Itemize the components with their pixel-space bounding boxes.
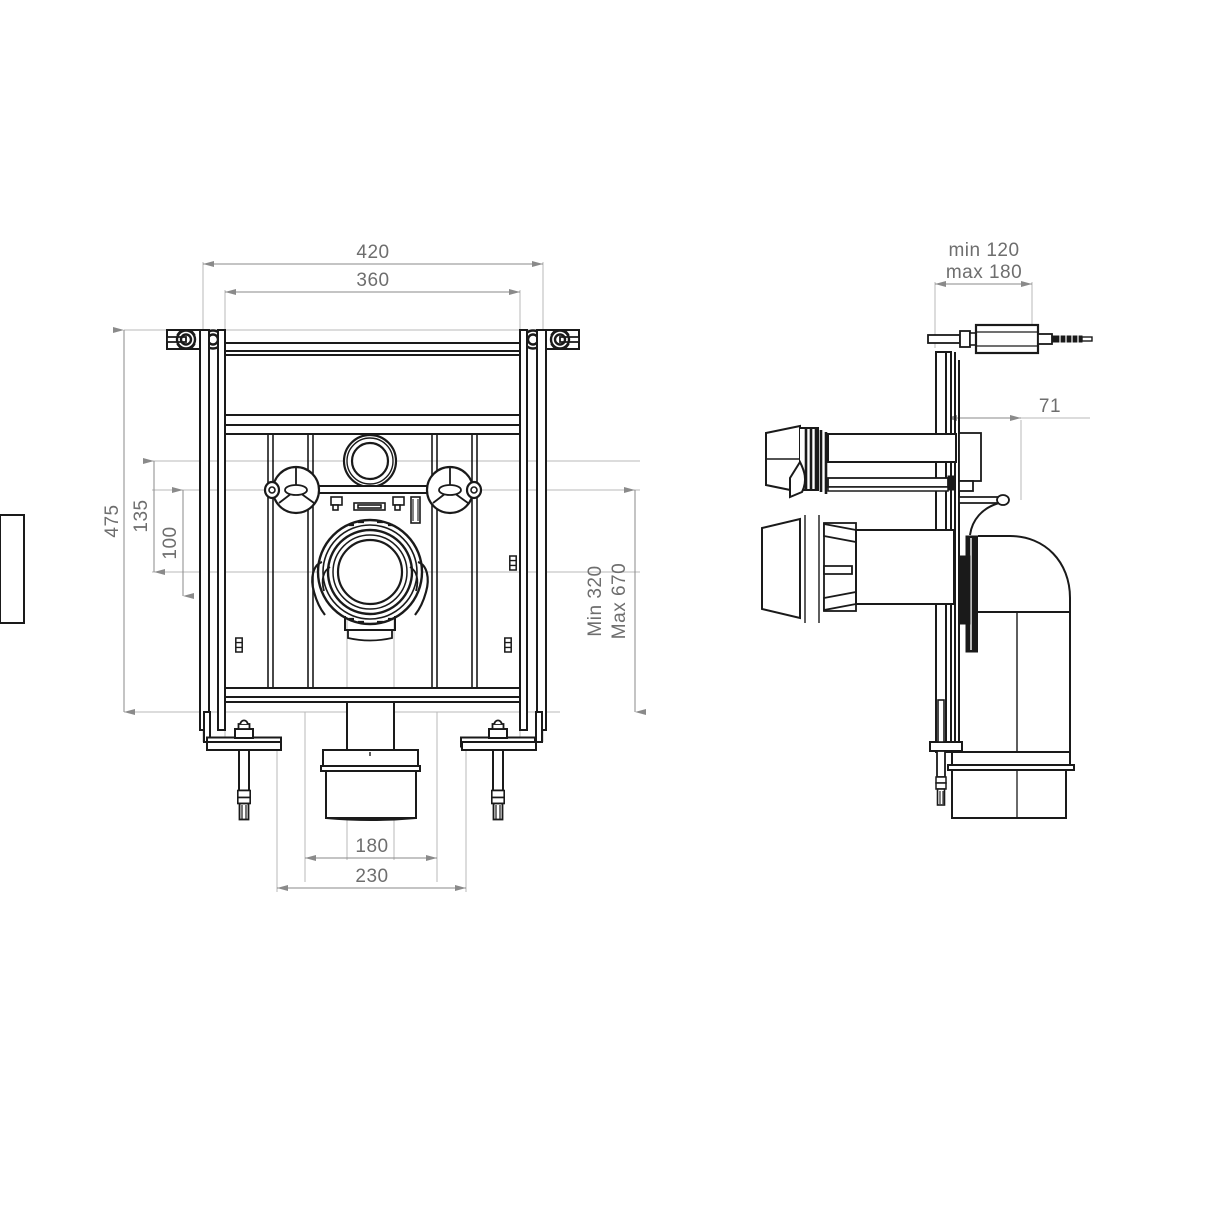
dim-230-label: 230 — [355, 866, 388, 887]
inlet-valve-assembly — [927, 323, 1093, 355]
dim-420-label: 420 — [356, 242, 389, 263]
side-discharge-elbow — [978, 535, 1071, 753]
dimension-100: 100 — [160, 487, 194, 599]
top-bracket-left — [166, 329, 201, 350]
side-backplate — [954, 352, 960, 752]
dimension-230: 230 — [277, 866, 466, 891]
side-outlet-socket — [947, 751, 1075, 819]
side-upper-flange — [958, 432, 982, 492]
side-upper-bellows — [765, 424, 957, 499]
frame-foot-left — [203, 711, 282, 821]
dim-135-label: 135 — [131, 499, 152, 532]
upper-port-circle — [342, 433, 398, 489]
dim-max180-label: max 180 — [946, 262, 1022, 283]
dim-100-label: 100 — [160, 526, 181, 559]
slot-right — [504, 637, 512, 653]
side-lower-cone — [0, 514, 955, 624]
slot-left — [235, 637, 243, 653]
front-elevation-view: 420 360 475 135 100 Min 320 Max 670 — [102, 242, 646, 892]
dim-180-label: 180 — [355, 836, 388, 857]
rosette-right — [425, 465, 483, 515]
side-elevation-view: min 120 max 180 71 — [0, 240, 1093, 819]
dim-475-label: 475 — [102, 504, 123, 537]
dimension-475: 475 — [102, 327, 135, 715]
dimension-420: 420 — [203, 242, 543, 267]
dim-71-label: 71 — [1039, 396, 1061, 417]
frame-foot-right — [460, 711, 543, 821]
dimension-min120-max180: min 120 max 180 — [935, 240, 1032, 287]
outlet-pipe — [320, 701, 421, 821]
slot-upper-right — [509, 555, 517, 571]
bottom-rail — [224, 687, 521, 703]
top-bracket-right — [545, 329, 580, 350]
dimension-135: 135 — [131, 458, 165, 575]
front-frame-geometry — [166, 329, 580, 821]
flush-pipe-port — [311, 518, 429, 642]
dim-max670-label: Max 670 — [609, 563, 630, 639]
cistern-body — [224, 342, 521, 435]
side-frame-geometry — [0, 323, 1093, 819]
dimension-360: 360 — [225, 270, 520, 295]
bar-clips — [330, 496, 421, 524]
dimension-180: 180 — [305, 836, 437, 861]
dimension-min320-max670: Min 320 Max 670 — [585, 487, 646, 715]
dimension-71: 71 — [946, 396, 1061, 421]
foot-rails — [206, 741, 537, 751]
rosette-left — [263, 465, 321, 515]
dim-min320-label: Min 320 — [585, 565, 606, 636]
dim-min120-label: min 120 — [948, 240, 1019, 261]
dim-360-label: 360 — [356, 270, 389, 291]
side-foot-anchor — [929, 699, 963, 806]
